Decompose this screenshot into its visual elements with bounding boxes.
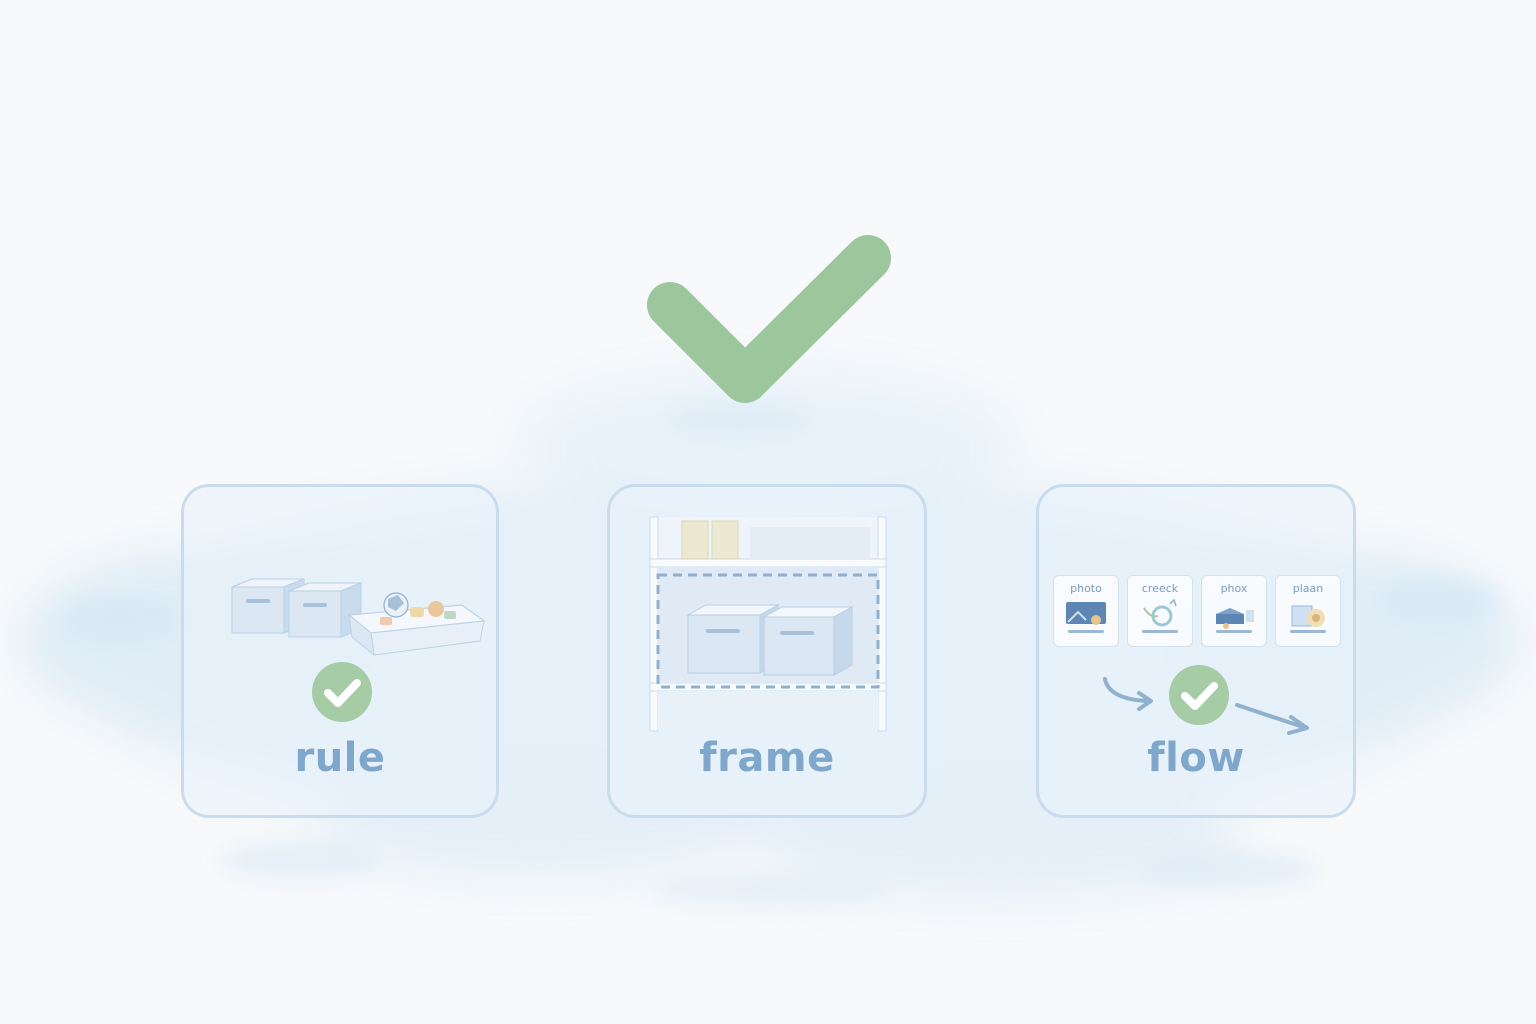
flow-step-plaan[interactable]: plaan [1275,575,1341,647]
flow-step-phox[interactable]: phox [1201,575,1267,647]
magnifier-icon [1142,598,1178,633]
check-circle-icon [1169,665,1229,725]
photo-icon [1066,602,1106,633]
flow-step-label: phox [1220,582,1248,595]
flow-step-creeck[interactable]: creeck [1127,575,1193,647]
flow-step-label: creeck [1141,582,1179,595]
flow-card[interactable]: photo creeck phox plaan [1036,484,1356,818]
check-circle-icon [312,662,372,722]
plan-icon [1290,605,1326,633]
frame-card[interactable]: frame [607,484,927,818]
rule-label: rule [294,735,386,781]
rule-card[interactable]: rule [181,484,499,818]
flow-step-photo[interactable]: photo [1053,575,1119,647]
storage-boxes-illustration [231,578,486,722]
flow-step-label: plaan [1292,582,1324,595]
hero-check-icon [647,235,891,403]
flow-label: flow [1147,735,1245,781]
shelf-illustration [649,516,887,732]
flow-step-label: photo [1070,582,1102,595]
frame-label: frame [699,735,835,781]
box-icon [1216,608,1254,633]
